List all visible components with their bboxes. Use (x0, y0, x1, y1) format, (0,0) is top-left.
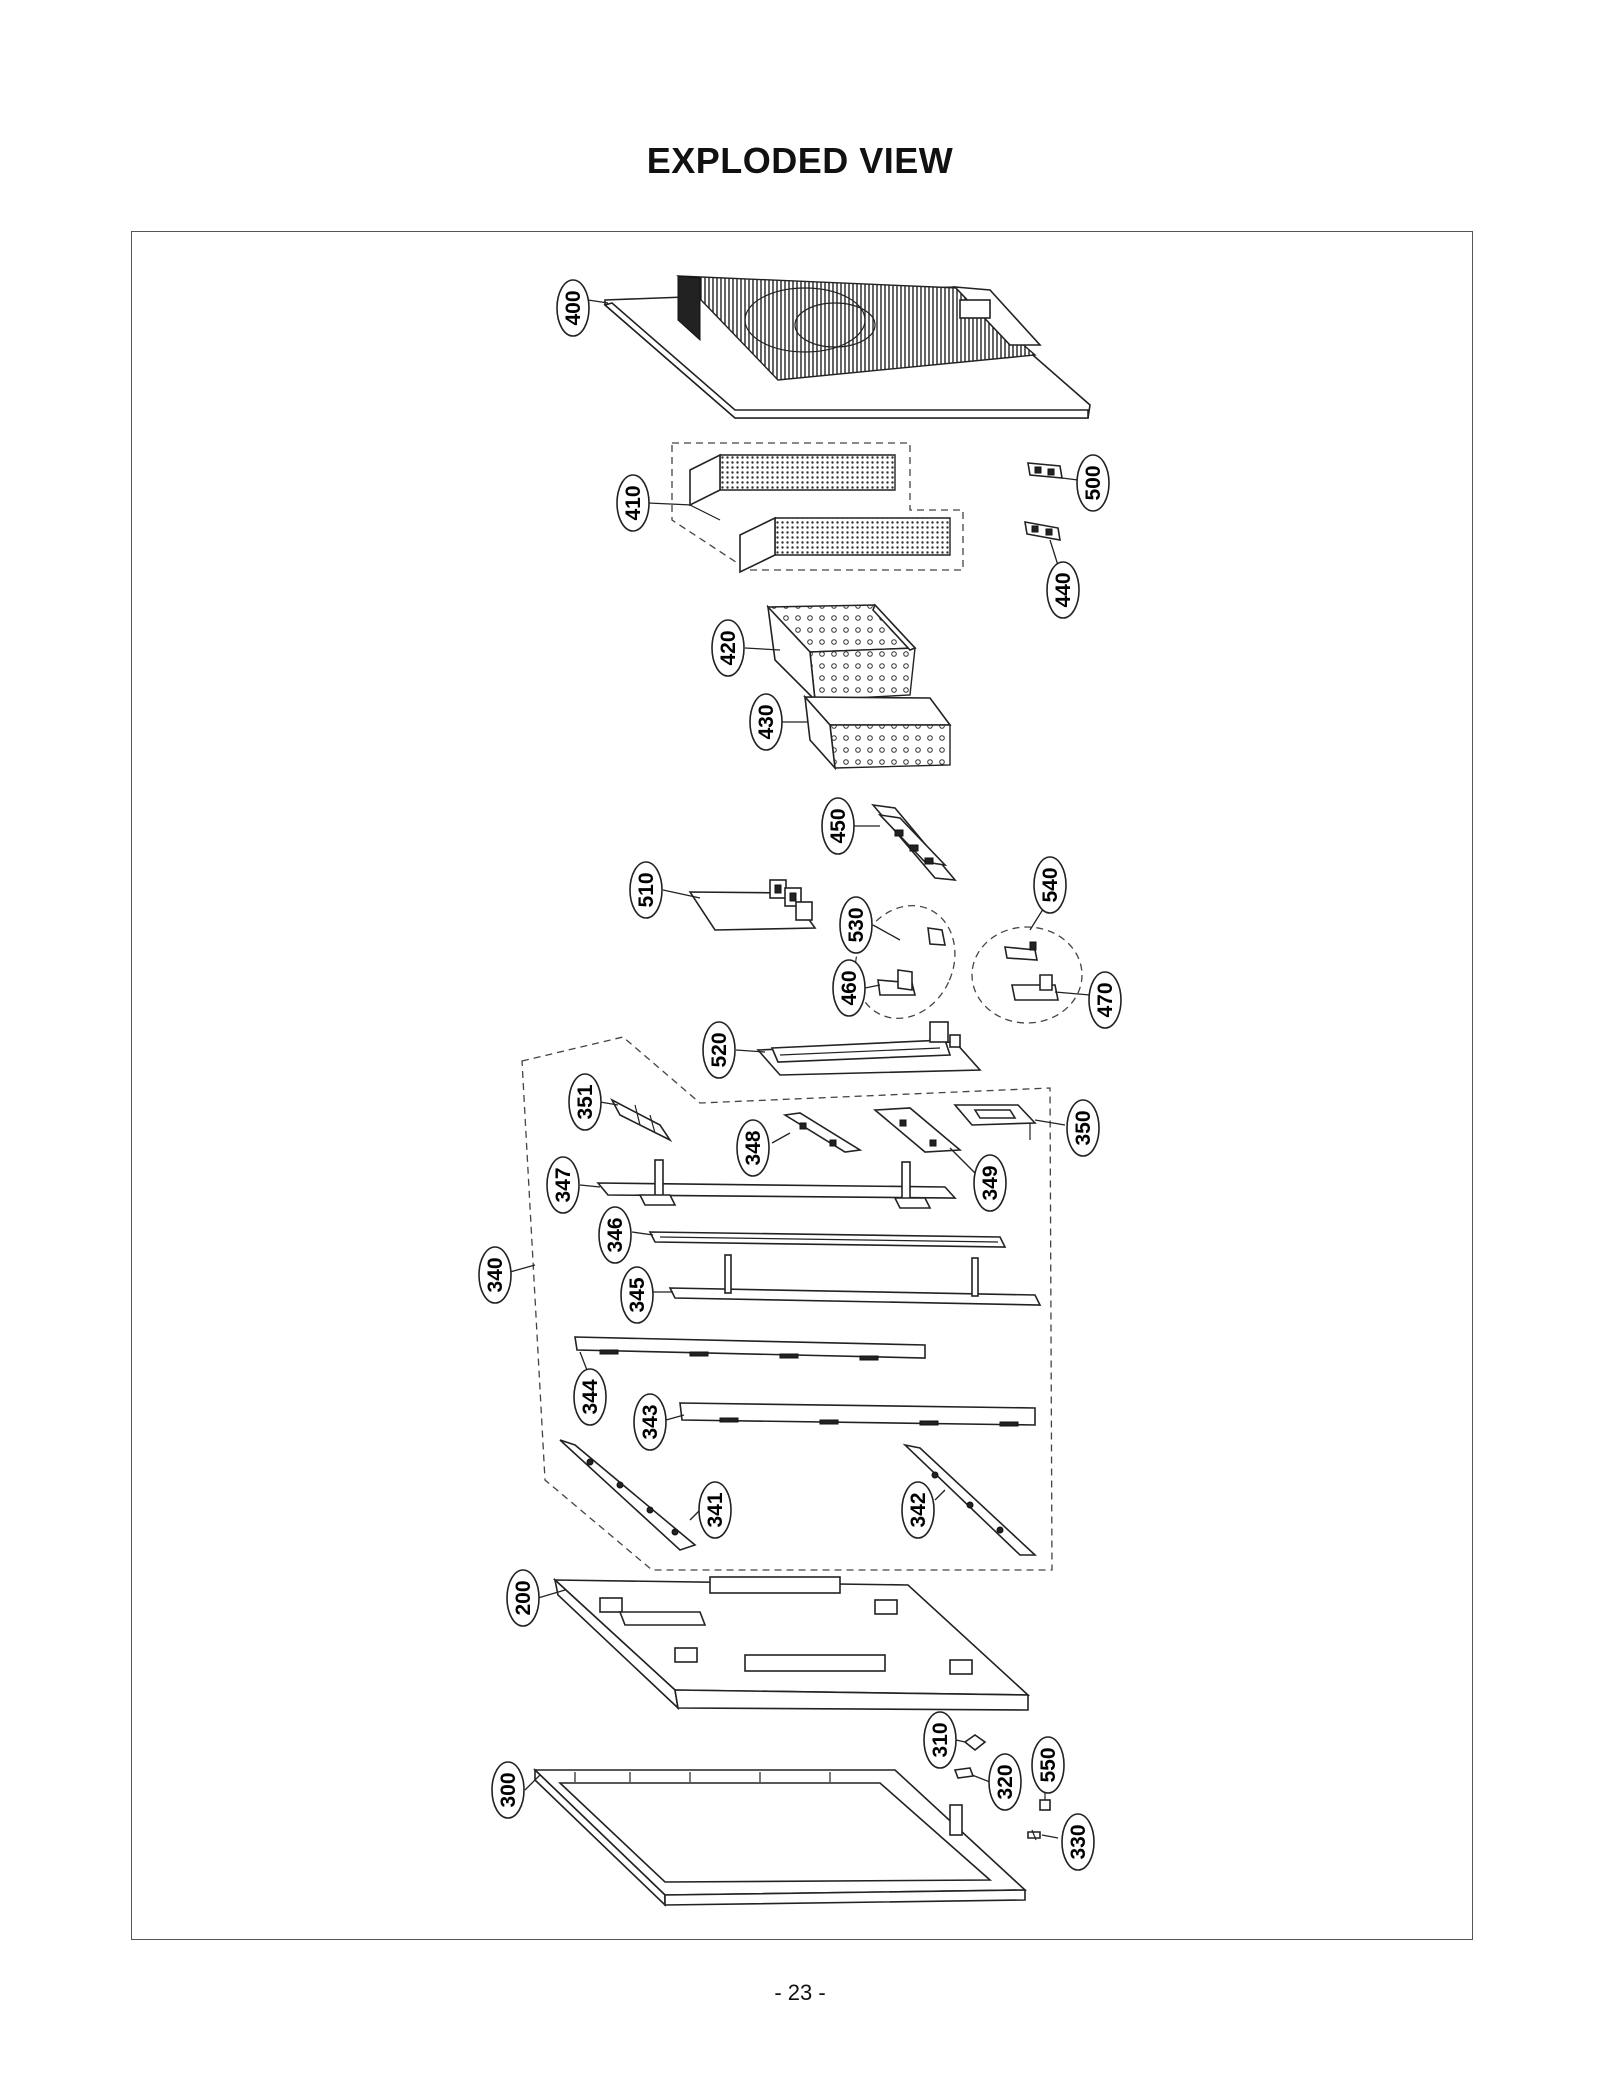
callout-320-label: 320 (994, 1764, 1017, 1799)
part-340-backlight-frame-group (521, 1036, 1053, 1571)
part-540-470-group (971, 926, 1083, 1024)
callout-343: 343 (633, 1393, 667, 1451)
callout-470-label: 470 (1094, 982, 1117, 1017)
part-440-bracket (1024, 521, 1061, 541)
callout-348: 348 (736, 1119, 770, 1177)
part-351-bracket (610, 1098, 673, 1143)
callout-342-label: 342 (907, 1492, 930, 1527)
callout-349-label: 349 (979, 1165, 1002, 1200)
callout-343-label: 343 (639, 1404, 662, 1439)
callout-349: 349 (973, 1154, 1007, 1212)
callout-420-label: 420 (717, 630, 740, 665)
callout-348-label: 348 (742, 1130, 765, 1165)
callout-410: 410 (616, 474, 650, 532)
diagram-frame (131, 231, 1473, 1940)
part-300-front-bezel (533, 1768, 1028, 1907)
callout-344: 344 (573, 1368, 607, 1426)
callout-350-label: 350 (1072, 1110, 1095, 1145)
callout-345: 345 (620, 1266, 654, 1324)
part-330 (1027, 1829, 1041, 1841)
page-number: - 23 - (774, 1980, 826, 2005)
callout-341-label: 341 (704, 1492, 727, 1527)
part-345-rail (668, 1254, 1042, 1306)
callout-350: 350 (1066, 1099, 1100, 1157)
callout-342: 342 (901, 1481, 935, 1539)
part-530-460-group (854, 905, 956, 1019)
callout-530-label: 530 (845, 907, 868, 942)
callout-460: 460 (832, 959, 866, 1017)
part-320 (953, 1767, 975, 1779)
callout-470: 470 (1088, 971, 1122, 1029)
callout-310-label: 310 (929, 1722, 952, 1757)
callout-345-label: 345 (626, 1277, 649, 1312)
callout-344-label: 344 (579, 1379, 602, 1414)
callout-400: 400 (556, 279, 590, 337)
callout-400-label: 400 (562, 290, 585, 325)
part-400-back-cover (603, 275, 1091, 419)
callout-320: 320 (988, 1753, 1022, 1811)
callout-430-label: 430 (755, 704, 778, 739)
part-430-shield-tray (803, 694, 952, 771)
part-349-bracket (872, 1107, 963, 1153)
part-341-side-holder (559, 1439, 697, 1551)
part-450-board (871, 803, 957, 881)
part-420-shield-case (766, 603, 917, 703)
part-342-side-holder (902, 1443, 1038, 1556)
part-200-lcd-module (552, 1576, 1031, 1711)
callout-520-label: 520 (708, 1032, 731, 1067)
callout-330: 330 (1061, 1813, 1095, 1871)
callout-510: 510 (629, 861, 663, 919)
callout-430: 430 (749, 693, 783, 751)
callout-500: 500 (1076, 454, 1110, 512)
callout-310: 310 (923, 1711, 957, 1769)
part-520-power-board (756, 1021, 982, 1076)
callout-347: 347 (546, 1156, 580, 1214)
part-410-shield-group (671, 442, 964, 574)
part-350-bracket (953, 1104, 1037, 1140)
callout-500-label: 500 (1082, 465, 1105, 500)
callout-351-label: 351 (574, 1084, 597, 1119)
callout-200-label: 200 (512, 1580, 535, 1615)
callout-440-label: 440 (1052, 572, 1075, 607)
part-347-rail (596, 1159, 957, 1209)
part-343-guide (679, 1402, 1036, 1427)
callout-460-label: 460 (838, 970, 861, 1005)
callout-550-label: 550 (1037, 1747, 1060, 1782)
part-348-bracket (782, 1112, 863, 1153)
callout-450-label: 450 (827, 808, 850, 843)
callout-550: 550 (1031, 1736, 1065, 1794)
callout-347-label: 347 (552, 1167, 575, 1202)
callout-440: 440 (1046, 561, 1080, 619)
callout-520: 520 (702, 1021, 736, 1079)
part-310 (963, 1734, 987, 1752)
callout-540: 540 (1033, 856, 1067, 914)
callout-540-label: 540 (1039, 867, 1062, 902)
callout-200: 200 (506, 1569, 540, 1627)
callout-330-label: 330 (1067, 1824, 1090, 1859)
callout-300: 300 (491, 1761, 525, 1819)
callout-510-label: 510 (635, 872, 658, 907)
callout-351: 351 (568, 1073, 602, 1131)
callout-450: 450 (821, 797, 855, 855)
callout-340-label: 340 (484, 1257, 507, 1292)
part-344-guide (574, 1336, 926, 1361)
callout-410-label: 410 (622, 485, 645, 520)
callout-346: 346 (598, 1206, 632, 1264)
callout-300-label: 300 (497, 1772, 520, 1807)
callout-340: 340 (478, 1246, 512, 1304)
part-510-main-board (688, 879, 817, 931)
part-500-bracket (1027, 462, 1063, 479)
part-346-rail (648, 1231, 1007, 1248)
callout-530: 530 (839, 896, 873, 954)
callout-420: 420 (711, 619, 745, 677)
page-title: EXPLODED VIEW (646, 140, 954, 181)
callout-341: 341 (698, 1481, 732, 1539)
callout-346-label: 346 (604, 1217, 627, 1252)
